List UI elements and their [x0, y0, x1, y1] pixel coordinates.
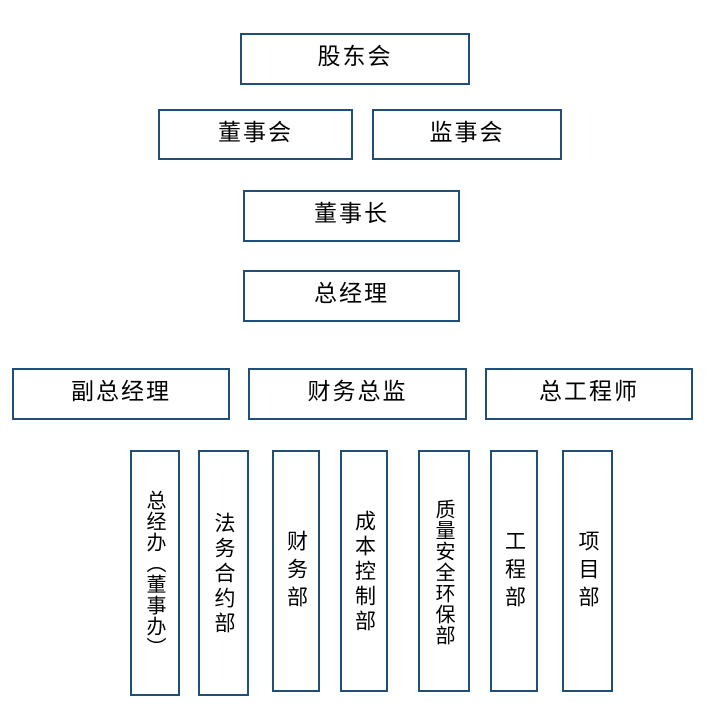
org-node-board-of-supervisors[interactable]: 监事会: [372, 109, 562, 160]
org-node-deputy-general-manager[interactable]: 副总经理: [12, 368, 230, 420]
org-node-board-of-directors[interactable]: 董事会: [158, 109, 353, 160]
org-node-engineering-dept[interactable]: 工程部: [490, 450, 538, 692]
org-node-cost-control-dept[interactable]: 成本控制部: [340, 450, 388, 692]
org-node-general-manager[interactable]: 总经理: [243, 270, 460, 322]
org-node-chairman[interactable]: 董事长: [243, 190, 460, 242]
org-node-shareholders-meeting[interactable]: 股东会: [240, 33, 470, 85]
org-node-chief-engineer[interactable]: 总工程师: [485, 368, 693, 420]
org-node-finance-dept[interactable]: 财务部: [272, 450, 320, 692]
org-node-legal-contract-dept[interactable]: 法务合约部: [198, 450, 249, 696]
org-node-general-managers-office[interactable]: 总经办（董事办）: [130, 450, 180, 696]
org-node-financial-director[interactable]: 财务总监: [248, 368, 467, 420]
org-node-quality-safety-environment-dept[interactable]: 质量安全环保部: [418, 450, 470, 692]
org-node-project-dept[interactable]: 项目部: [562, 450, 613, 692]
